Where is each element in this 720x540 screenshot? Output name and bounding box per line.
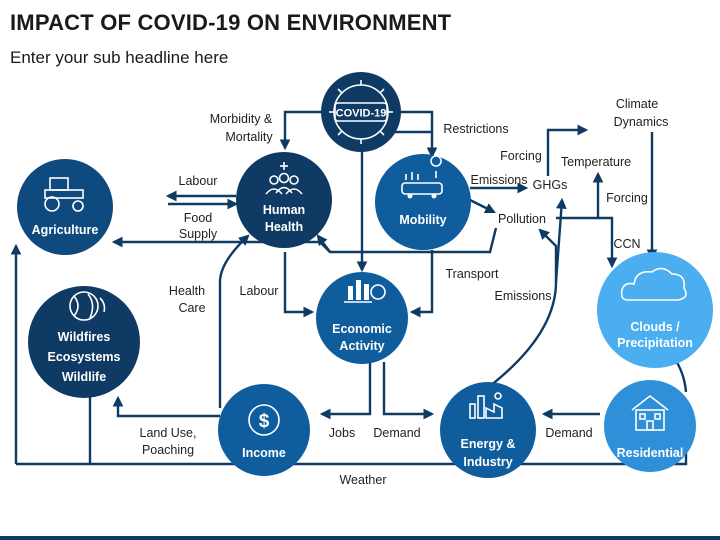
node-energy: Energy & Industry [440,382,536,478]
node-human-health-label-1: Human [263,203,305,217]
label-restrictions: Restrictions [443,122,508,136]
dollar-icon: $ [248,404,280,436]
node-income-label: Income [242,446,286,460]
label-climate-1: Climate [616,97,658,111]
node-mobility: Mobility [375,154,471,250]
label-emissions-2: Emissions [495,289,552,303]
node-mobility-label: Mobility [399,213,446,227]
label-labour-1: Labour [179,174,218,188]
node-human-health: Human Health [236,152,332,248]
label-emissions-1: Emissions [471,173,528,187]
label-land-use-1: Land Use, [140,426,197,440]
node-wildfires-label-1: Wildfires [58,330,111,344]
arrow-energy-to-ghgs [554,197,567,283]
bottom-accent-bar [0,536,720,540]
node-energy-label-1: Energy & [461,437,516,451]
node-income: $ Income [218,384,310,476]
label-health-care-2: Care [178,301,205,315]
node-residential: Residential [604,380,696,472]
label-pollution: Pollution [498,212,546,226]
label-forcing-2: Forcing [606,191,648,205]
label-forcing-1: Forcing [500,149,542,163]
label-ccn: CCN [613,237,640,251]
label-temperature: Temperature [561,155,631,169]
label-health-care-1: Health [169,284,205,298]
label-weather: Weather [339,473,386,487]
arrow-pollution-to-health [316,234,331,253]
label-morbidity-2: Mortality [225,130,273,144]
globe-leaf-icon [69,291,106,321]
node-clouds-label-2: Precipitation [617,336,693,350]
node-clouds-label-1: Clouds / [630,320,680,334]
label-food-1: Food [184,211,213,225]
arrow-income-to-health [218,234,250,408]
arrow-economic-to-income [319,362,372,420]
arrow-mobility-to-economic [409,250,434,318]
house-icon [631,394,669,431]
label-climate-2: Dynamics [614,115,669,129]
node-residential-label: Residential [617,446,684,460]
label-land-use-2: Poaching [142,443,194,457]
node-economic: Economic Activity [316,272,408,364]
arrow-weather-loop [16,436,688,466]
arrow-health-to-economic [283,252,315,318]
node-wildfires: Wildfires Ecosystems Wildlife [28,286,140,398]
node-human-health-label-2: Health [265,220,303,234]
node-covid-label: COVID-19 [336,108,387,120]
node-energy-label-2: Industry [463,455,512,469]
label-demand-2: Demand [545,426,592,440]
label-ghgs: GHGs [533,178,568,192]
node-economic-label-2: Activity [339,339,384,353]
label-demand-1: Demand [373,426,420,440]
svg-text:$: $ [259,411,270,432]
arrow-energy-to-pollution [489,228,558,387]
tractor-icon [44,177,84,212]
node-clouds: Clouds / Precipitation [597,252,713,368]
virus-icon [329,80,393,144]
arrow-pollution-to-clouds [598,216,618,269]
arrow-income-to-wildfires [112,395,220,418]
edge-labels: Morbidity & Mortality Restrictions Clima… [140,97,669,487]
connectors [10,110,688,466]
cloud-icon [620,267,687,301]
arrow-covid-to-health [279,110,322,151]
factory-icon [469,392,503,419]
economy-chart-icon [344,280,386,303]
label-food-2: Supply [179,227,218,241]
node-agriculture: Agriculture [17,159,113,255]
arrow-covid-to-mobility [400,110,438,159]
arrow-mobility-pollution [469,198,496,214]
label-jobs: Jobs [329,426,355,440]
node-wildfires-label-2: Ecosystems [48,350,121,364]
node-agriculture-label: Agriculture [32,223,99,237]
label-transport: Transport [445,267,499,281]
page-subtitle: Enter your sub headline here [10,48,229,67]
node-wildfires-label-3: Wildlife [62,370,106,384]
label-morbidity-1: Morbidity & [210,112,273,126]
arrow-ghgs-to-climate [546,124,589,176]
arrow-economic-to-energy [382,362,435,420]
label-labour-2: Labour [240,284,279,298]
node-covid: COVID-19 [321,72,401,152]
node-economic-label-1: Economic [332,322,392,336]
page-title: IMPACT OF COVID-19 ON ENVIRONMENT [10,10,452,35]
people-icon [265,162,303,195]
transport-icon [401,155,443,199]
